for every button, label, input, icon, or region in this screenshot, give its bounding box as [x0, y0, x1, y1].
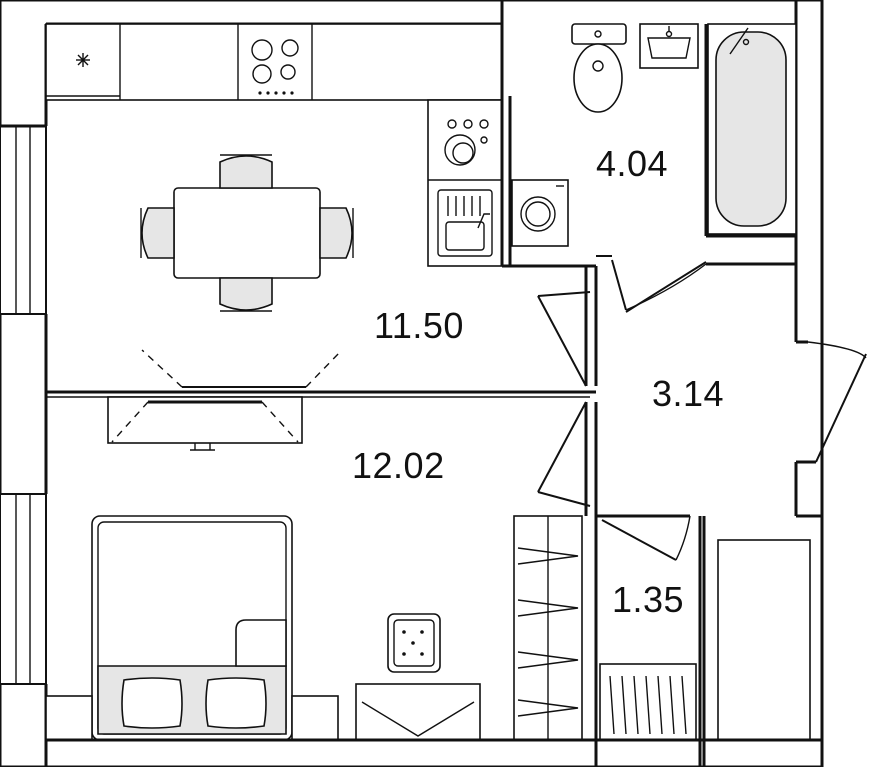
nightstand-right — [291, 695, 339, 741]
fridge-snowflake-icon — [76, 53, 90, 67]
kitchen-sink-icon — [437, 189, 493, 257]
dining-table — [173, 187, 321, 279]
storage-door — [596, 514, 691, 561]
kitchen-counter — [45, 23, 503, 101]
kitchen-column — [427, 99, 503, 267]
kitchen-door — [537, 266, 598, 387]
gas-stove-icon — [444, 119, 489, 166]
bathtub-icon — [707, 23, 797, 235]
room-area-bedroom: 12.02 — [352, 445, 445, 486]
tv-view-cone-lines — [111, 349, 343, 443]
storage-walls — [594, 516, 702, 767]
toilet-icon — [571, 23, 627, 113]
bedroom-door — [537, 401, 598, 516]
room-area-storage: 1.35 — [612, 579, 685, 620]
washing-machine-icon — [511, 179, 569, 247]
window-left-lower — [0, 493, 47, 685]
double-bed — [91, 515, 293, 741]
room-area-hallway: 3.14 — [652, 373, 725, 414]
room-area-kitchen-living: 11.50 — [374, 305, 464, 346]
storage-shelf — [599, 663, 697, 741]
partition-wall — [46, 386, 596, 398]
dresser — [355, 683, 481, 741]
window-left-upper — [0, 125, 47, 315]
nightstand-left — [45, 695, 93, 741]
bathroom-door — [611, 259, 707, 313]
cooktop-icon — [251, 39, 299, 95]
dining-chairs — [140, 154, 354, 312]
wardrobe — [513, 515, 583, 741]
tv-unit — [107, 396, 303, 451]
hall-cabinet — [702, 516, 811, 767]
room-area-bathroom: 4.04 — [596, 143, 669, 184]
ottoman — [387, 613, 441, 673]
entrance-door — [794, 340, 867, 518]
washbasin-icon — [639, 23, 699, 69]
